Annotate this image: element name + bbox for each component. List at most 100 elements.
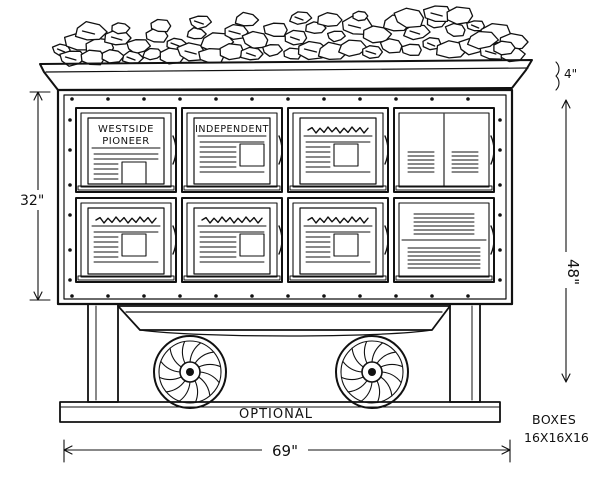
ore-rock: [289, 11, 313, 25]
ore-rock: [241, 30, 269, 49]
rivet: [250, 294, 254, 298]
newspaper-page: [87, 207, 165, 275]
rivet: [498, 213, 502, 217]
cabinet-rivets: [68, 97, 502, 298]
wheel-spoke: [194, 351, 215, 364]
box-window: [80, 202, 172, 278]
newspaper-photo: [333, 143, 359, 167]
ore-rock: [80, 49, 106, 66]
ore-rock: [393, 7, 425, 29]
ore-rock-crack: [303, 48, 318, 53]
box-hinge: [490, 135, 495, 165]
box-frame: [75, 107, 177, 193]
box-window: [398, 112, 490, 188]
wheel-spoke: [181, 340, 186, 364]
rivet: [498, 183, 502, 187]
rivet: [322, 294, 326, 298]
newspaper-photo: [121, 233, 147, 257]
rivet: [142, 294, 146, 298]
box-frame: [75, 197, 177, 283]
newspaper-page: [299, 117, 377, 185]
ore-rock: [240, 46, 264, 61]
ore-rock: [338, 39, 368, 57]
ore-rock: [263, 22, 288, 37]
wheel-spoke: [381, 371, 402, 384]
rivet: [466, 97, 470, 101]
wheel-rim: [335, 335, 409, 409]
wheel-spoke: [371, 342, 384, 363]
box-window: [80, 112, 172, 188]
ore-rock-crack: [470, 24, 480, 29]
ore-rock-crack: [347, 24, 362, 29]
wheel-spoke: [158, 376, 182, 381]
dim-width-mask: [262, 440, 308, 460]
box-hinge: [278, 135, 283, 165]
rivet: [68, 278, 72, 282]
rivet: [466, 294, 470, 298]
rivet: [214, 97, 218, 101]
box-sill: [77, 275, 175, 281]
wheel-spoke: [199, 371, 220, 384]
rivet: [250, 97, 254, 101]
wheel-spoke: [376, 380, 381, 404]
cart-wheels: [153, 335, 409, 409]
ore-rock: [466, 30, 500, 50]
ore-rock-crack: [64, 56, 77, 61]
rivet: [394, 97, 398, 101]
box-frame: [181, 107, 283, 193]
wheel-spoke: [380, 363, 404, 368]
ore-rock: [379, 38, 403, 54]
wheel-spoke: [178, 381, 191, 402]
ore-rock-crack: [289, 36, 300, 41]
dim-cabinet-height: 32": [20, 193, 44, 209]
wheel-spoke: [165, 380, 186, 393]
wheel-spoke: [342, 360, 363, 373]
box-sill: [289, 275, 387, 281]
ore-rock: [493, 40, 516, 56]
cabinet-body: [56, 88, 514, 306]
wheel-rim: [153, 335, 227, 409]
rivet: [68, 213, 72, 217]
rivet: [394, 294, 398, 298]
rivet: [106, 294, 110, 298]
ore-rock: [121, 50, 145, 64]
newspaper-box: [393, 197, 495, 283]
rivet: [178, 97, 182, 101]
ore-rock-crack: [110, 36, 123, 41]
newspaper-photo: [333, 233, 359, 257]
rivet: [68, 248, 72, 252]
wheel-spoke: [198, 363, 222, 368]
wheel-axle: [186, 368, 194, 376]
ore-rock: [219, 43, 245, 61]
ore-rock: [352, 10, 369, 22]
ore-rock-crack: [245, 52, 256, 57]
rivet: [498, 118, 502, 122]
newspaper-photo: [121, 161, 147, 185]
box-hinge: [172, 225, 177, 255]
box-sill: [77, 185, 175, 191]
rivet: [322, 97, 326, 101]
rivet: [68, 183, 72, 187]
rivet: [358, 294, 362, 298]
rivet: [106, 97, 110, 101]
newspaper-box: [75, 197, 177, 283]
newspaper-box: [181, 197, 283, 283]
wheel-rim-inner: [158, 340, 222, 404]
ore-rock-crack: [184, 50, 197, 55]
wheel-spoke: [194, 380, 199, 404]
dim-width: 69": [272, 442, 298, 460]
ore-rock: [101, 49, 125, 64]
rivet: [178, 294, 182, 298]
masthead-line-1: WESTSIDE: [98, 124, 154, 135]
wheel-spoke: [189, 342, 202, 363]
ore-rock: [150, 18, 172, 33]
stand: [59, 303, 501, 423]
dim-lip: 4": [564, 67, 577, 81]
wheel-spoke: [347, 380, 368, 393]
newspaper-photo: [239, 143, 265, 167]
wheel-spoke: [351, 347, 364, 368]
wheel-rim-inner: [340, 340, 404, 404]
